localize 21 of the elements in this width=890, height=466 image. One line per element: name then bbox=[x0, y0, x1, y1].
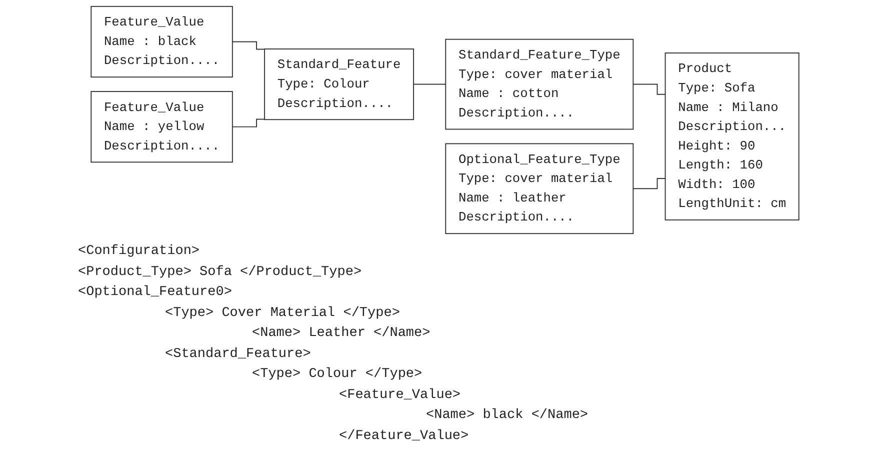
code-line: <Type> Cover Material </Type> bbox=[165, 306, 400, 320]
node-box: Standard_Feature_Type Type: cover material Name : cotton Description.... bbox=[445, 38, 634, 130]
code-line: <Configuration> bbox=[78, 244, 200, 259]
node-box: Product Type: Sofa Name : Milano Description... Height: 90 Length: 160 Width: 100 LengthUnit: cm bbox=[664, 52, 800, 220]
code-line: <Feature_Value> bbox=[339, 388, 461, 402]
node-box: Standard_Feature Type: Colour Description.... bbox=[264, 48, 414, 120]
node-box: Feature_Value Name : yellow Description.... bbox=[90, 91, 233, 163]
code-line: <Optional_Feature0> bbox=[78, 285, 232, 300]
connector bbox=[632, 178, 666, 190]
code-line: <Standard_Feature> bbox=[165, 346, 311, 362]
code-line: <Name> black </Name> bbox=[426, 408, 588, 423]
connector bbox=[632, 84, 666, 95]
node-box: Optional_Feature_Type Type: cover material Name : leather Description.... bbox=[445, 143, 634, 234]
connector bbox=[232, 118, 266, 128]
code-line: <Product_Type> Sofa </Product_Type> bbox=[78, 264, 362, 280]
code-line: <Name> Leather </Name> bbox=[252, 326, 430, 341]
code-line: </Feature_Value> bbox=[339, 428, 469, 444]
connector bbox=[413, 84, 446, 85]
code-line: <Type> Colour </Type> bbox=[252, 367, 422, 382]
connector bbox=[232, 41, 266, 50]
node-box: Feature_Value Name : black Description.... bbox=[90, 6, 233, 78]
